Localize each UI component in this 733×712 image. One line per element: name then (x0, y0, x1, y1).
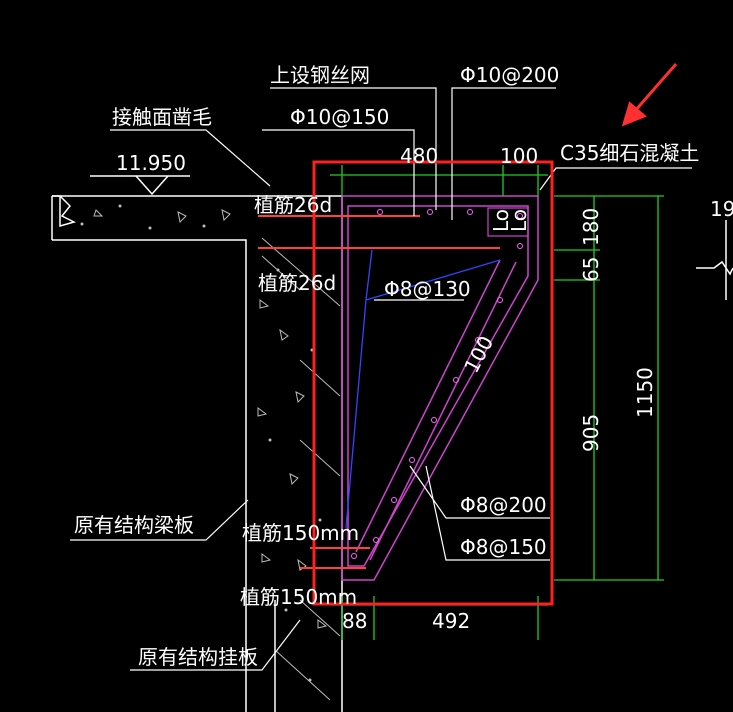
section-outline (341, 195, 539, 581)
label-plant-bar-4: 植筋150mm (240, 585, 357, 609)
leader-interface (110, 129, 271, 187)
annotation-arrow (621, 63, 678, 127)
highlight-box (312, 160, 554, 606)
leader-orig-slab (70, 499, 249, 541)
concrete-hatch (80, 204, 341, 701)
label-plant-bar-2: 植筋26d (258, 271, 336, 295)
guide-left (345, 299, 367, 529)
annotation-text: 上设钢丝网 Φ10@200 接触面凿毛 Φ10@150 11.950 C35细石… (74, 63, 733, 669)
anchor-box (487, 207, 529, 237)
label-plant-bar-1: 植筋26d (254, 193, 332, 217)
dim-text-905: 905 (579, 414, 603, 452)
label-wire-mesh: 上设钢丝网 (270, 63, 370, 87)
dim-text-88: 88 (342, 609, 367, 633)
existing-structure (51, 175, 733, 712)
label-concrete: C35细石混凝土 (560, 141, 699, 165)
label-rebar-top: Φ10@200 (460, 63, 559, 87)
leader-wire-mesh (270, 87, 437, 210)
label-elevation: 11.950 (116, 151, 186, 175)
leader-concrete (539, 167, 692, 191)
label-stirrup-150: Φ8@150 (460, 535, 547, 559)
dim-text-1150: 1150 (633, 367, 657, 418)
leader-stirrup-200 (409, 465, 550, 519)
diagonal-rebar-a (355, 259, 501, 553)
dim-text-100: 100 (500, 144, 538, 168)
dim-text-492: 492 (432, 609, 470, 633)
label-stirrup-200: Φ8@200 (460, 493, 547, 517)
label-orig-hanger: 原有结构挂板 (138, 645, 258, 669)
label-box-lo-1: Lo (489, 209, 513, 232)
label-box-lo-2: Lo (507, 209, 531, 232)
dim-text-65: 65 (579, 257, 603, 282)
leader-orig-hanger (130, 619, 301, 671)
leader-stirrup-150 (425, 465, 550, 561)
slab-top-edge (52, 195, 77, 227)
leader-rebar-top (451, 87, 556, 220)
stirrup-guides (345, 249, 501, 529)
dim-text-180: 180 (579, 208, 603, 246)
label-interface: 接触面凿毛 (112, 105, 212, 129)
break-mark-right (696, 260, 733, 276)
label-orig-beam-slab: 原有结构梁板 (74, 513, 194, 537)
label-plant-bar-3: 植筋150mm (242, 521, 359, 545)
rebar-dots (351, 209, 523, 559)
slab-bottom-line (52, 239, 247, 712)
dim-text-480: 480 (400, 144, 438, 168)
guide-top (365, 259, 501, 301)
plant-rebars (258, 215, 500, 569)
leader-lines (70, 87, 692, 671)
label-rebar-150: Φ10@150 (290, 105, 389, 129)
leader-rebar-150 (262, 129, 415, 216)
diagonal-rebar-b (369, 261, 517, 561)
elevation-triangle (135, 175, 169, 196)
label-cut-19: 19 (710, 197, 733, 221)
label-stirrup-130: Φ8@130 (384, 277, 471, 301)
